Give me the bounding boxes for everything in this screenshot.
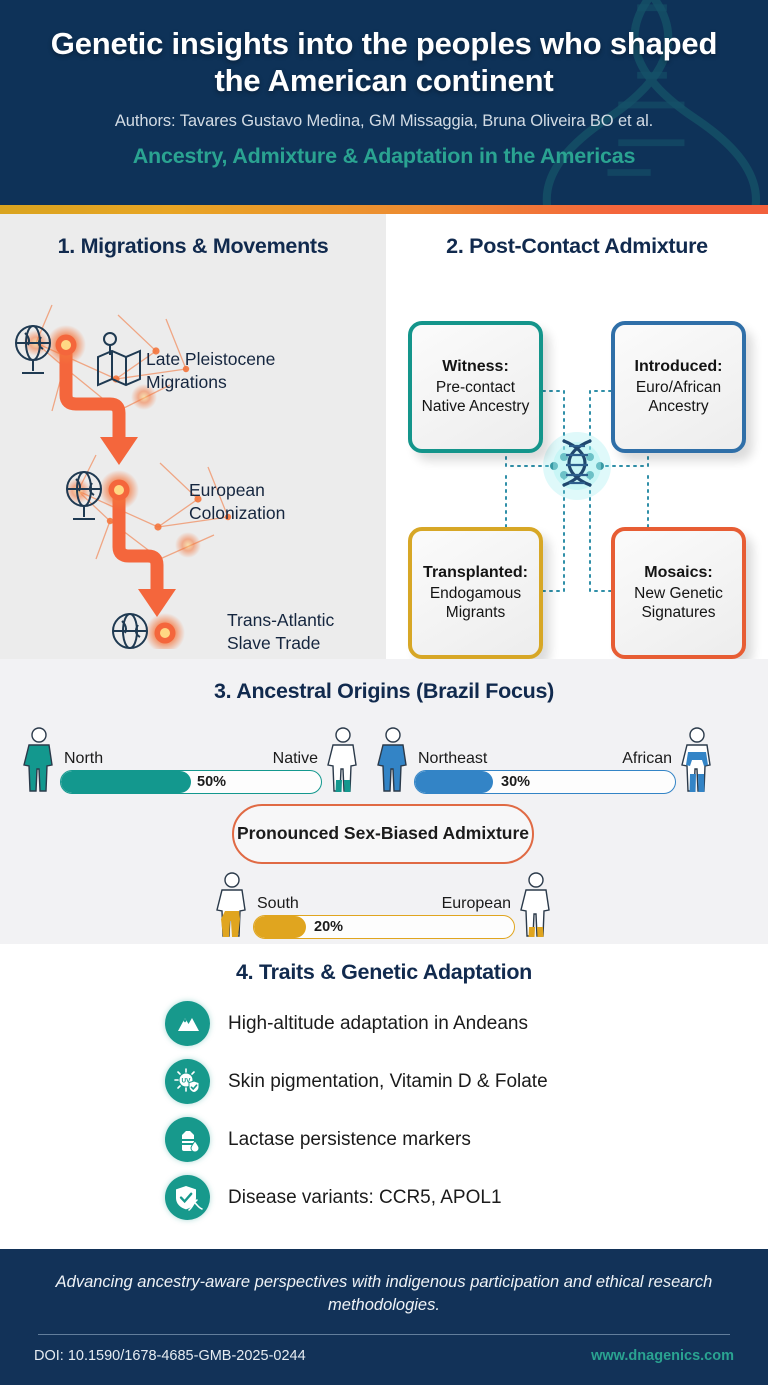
section3-title: 3. Ancestral Origins (Brazil Focus) [214,679,554,703]
uv-sun-shield-icon: UV [165,1059,210,1104]
person-icon [377,727,407,792]
admixture-box-transplanted: Transplanted: Endogamous Migrants [408,527,543,659]
person-icon [23,727,53,792]
bar-ancestry-label: African [622,750,672,767]
footer-quote: Advancing ancestry-aware perspectives wi… [55,1273,713,1315]
section4-title: 4. Traits & Genetic Adaptation [235,960,533,984]
bar-percent-label: 20% [314,919,344,935]
ancestry-bars-bottom: South European 20% [0,871,768,939]
box-body: New Genetic Signatures [634,584,723,622]
person-icon [520,872,550,937]
globe-icon [15,325,51,374]
map-pin-icon [97,332,141,387]
sex-biased-callout: Pronounced Sex-Biased Admixture [232,804,534,864]
box-body: Pre-contact Native Ancestry [421,378,530,416]
section1-title: 1. Migrations & Movements [57,234,329,258]
globe-icon [66,471,102,520]
globe-icon [112,613,148,649]
section-ancestral-origins: 3. Ancestral Origins (Brazil Focus) Nort… [0,659,768,944]
shield-check-dna-icon [165,1175,210,1220]
trait-item: High-altitude adaptation in Andeans [165,1001,768,1046]
bar-percent-label: 30% [501,774,531,790]
website-link[interactable]: www.dnagenics.com [591,1348,734,1365]
bar-region-label: North [64,750,104,767]
section2-title: 2. Post-Contact Admixture [446,234,708,258]
person-icon [681,727,711,792]
header-subtitle: Ancestry, Admixture & Adaptation in the … [132,144,636,169]
doi-text: DOI: 10.1590/1678-4685-GMB-2025-0244 [34,1348,306,1365]
authors-line: Authors: Tavares Gustavo Medina, GM Miss… [114,112,654,131]
trait-label: Disease variants: CCR5, APOL1 [228,1186,502,1208]
person-icon [327,727,357,792]
trait-item: Lactase persistence markers [165,1117,768,1162]
admixture-box-witness: Witness: Pre-contact Native Ancestry [408,321,543,453]
milk-carton-icon [165,1117,210,1162]
mountain-icon [165,1001,210,1046]
dna-helix-icon [562,439,592,487]
ancestry-bar-track: 30% [414,770,676,794]
bar-ancestry-label: European [441,895,511,912]
section-migrations: 1. Migrations & Movements [0,214,386,659]
admixture-box-introduced: Introduced: Euro/African Ancestry [611,321,746,453]
ancestry-bar-northeast: Northeast African 30% [374,726,716,794]
admixture-quadrant: Witness: Pre-contact Native Ancestry Intr… [386,259,768,659]
box-body: Euro/African Ancestry [635,378,722,416]
section-admixture: 2. Post-Contact Admixture [386,214,768,659]
trait-item: Disease variants: CCR5, APOL1 [165,1175,768,1220]
box-heading: Transplanted: [423,564,528,582]
ancestry-bar-track: 50% [60,770,322,794]
ancestry-bar-south: South European 20% [213,871,555,939]
trait-label: High-altitude adaptation in Andeans [228,1012,529,1034]
box-heading: Introduced: [634,358,723,376]
svg-text:UV: UV [181,1077,191,1084]
ancestry-bar-north: North Native 50% [20,726,362,794]
box-heading: Mosaics: [644,564,713,582]
admixture-box-mosaics: Mosaics: New Genetic Signatures [611,527,746,659]
trait-label: Skin pigmentation, Vitamin D & Folate [228,1070,548,1092]
person-icon [216,872,246,937]
ancestry-bars-top: North Native 50% [0,726,768,794]
callout-text: Pronounced Sex-Biased Admixture [236,823,530,844]
mid-row: 1. Migrations & Movements [0,214,768,659]
footer: Advancing ancestry-aware perspectives wi… [0,1249,768,1385]
traits-list: High-altitude adaptation in Andeans UV S… [0,1001,768,1220]
bar-region-label: Northeast [418,750,488,767]
box-body: Endogamous Migrants [429,584,522,622]
footer-divider [38,1333,730,1336]
section-traits: 4. Traits & Genetic Adaptation High-alti… [0,944,768,1249]
page-title: Genetic insights into the peoples who sh… [50,26,718,98]
bar-ancestry-label: Native [272,750,318,767]
box-heading: Witness: [442,358,509,376]
bar-percent-label: 50% [197,774,227,790]
accent-divider [0,205,768,214]
trait-item: UV Skin pigmentation, Vitamin D & Folate [165,1059,768,1104]
trait-label: Lactase persistence markers [228,1128,471,1150]
bar-region-label: South [257,895,299,912]
header-banner: Genetic insights into the peoples who sh… [0,0,768,205]
ancestry-bar-track: 20% [253,915,515,939]
